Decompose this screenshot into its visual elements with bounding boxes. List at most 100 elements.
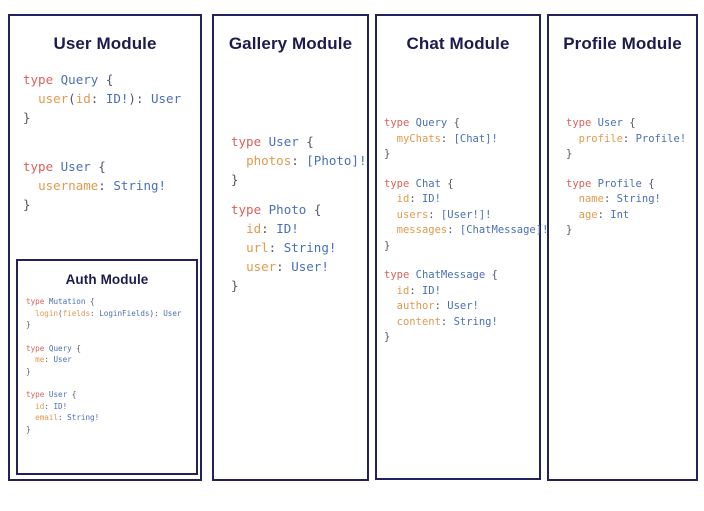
token-type-name: Chat	[415, 177, 441, 190]
token-keyword: type	[26, 297, 45, 306]
token-arg-type: ID!	[105, 91, 129, 106]
code-block-profile-user-type: type User { profile: Profile! }	[566, 116, 696, 163]
token-field-name: user	[246, 259, 277, 274]
panel-auth-module[interactable]: Auth Module type Mutation { login(fields…	[16, 259, 198, 475]
token-colon: :	[597, 208, 604, 221]
token-field-type: User!	[291, 259, 329, 274]
token-keyword: type	[23, 159, 54, 174]
panel-title-user-module: User Module	[53, 34, 157, 53]
token-keyword: type	[231, 202, 262, 217]
token-keyword: type	[566, 177, 592, 190]
token-type-name: Query	[48, 343, 72, 353]
token-keyword: type	[26, 390, 45, 399]
token-type-name: User	[48, 390, 68, 399]
panel-user-module[interactable]: User Module type Query { user(id: ID!): …	[8, 14, 202, 481]
code-block-profile-type: type Profile { name: String! age: Int }	[566, 177, 696, 239]
token-colon: :	[447, 224, 454, 236]
token-colon: :	[90, 91, 99, 106]
panel-chat-module[interactable]: Chat Module type Query { myChats: [Chat]…	[375, 14, 548, 480]
token-brace: }	[231, 278, 239, 293]
panel-title-gallery-module: Gallery Module	[228, 34, 353, 53]
token-type-name: User	[268, 134, 299, 149]
token-colon: :	[90, 308, 95, 318]
panel-gallery-module[interactable]: Gallery Module type User { photos: [Phot…	[212, 14, 369, 481]
token-brace: }	[26, 366, 31, 376]
code-block-chat-type: type Chat { id: ID! users: [User!]! mess…	[384, 177, 548, 255]
token-colon: :	[58, 413, 63, 422]
code-block-auth-user-type: type User { id: ID! email: String! }	[26, 389, 196, 435]
token-field-type: String!	[283, 240, 337, 255]
token-field-name: id	[396, 193, 410, 205]
token-field-name: myChats	[396, 132, 441, 145]
token-colon: :	[440, 132, 448, 145]
token-field-name: email	[35, 413, 59, 422]
token-brace: }	[566, 148, 573, 160]
token-field-name: name	[578, 193, 604, 205]
token-paren: )	[128, 91, 136, 106]
token-brace: {	[648, 177, 655, 190]
token-colon: :	[409, 284, 416, 297]
token-type-name: Query	[60, 72, 99, 87]
token-brace: {	[306, 134, 314, 149]
token-type-name: ChatMessage	[415, 269, 486, 281]
token-paren: )	[149, 308, 155, 318]
token-brace: }	[23, 197, 31, 212]
token-keyword: type	[384, 117, 410, 129]
token-field-type: String!	[113, 178, 167, 193]
token-brace: }	[384, 239, 391, 252]
token-type-name: Mutation	[48, 297, 86, 306]
token-return-type: User	[151, 91, 182, 106]
token-paren: (	[68, 91, 76, 106]
token-field-name: id	[35, 401, 45, 411]
token-brace: }	[384, 331, 391, 343]
token-brace: }	[26, 424, 31, 434]
token-colon: :	[44, 355, 49, 364]
token-colon: :	[622, 132, 630, 145]
token-keyword: type	[26, 343, 45, 353]
token-field-type: String!	[67, 413, 100, 422]
token-colon: :	[98, 178, 106, 193]
token-colon: :	[291, 153, 299, 168]
token-brace: {	[313, 202, 322, 217]
token-colon: :	[135, 91, 144, 106]
token-field-name: photos	[246, 153, 292, 168]
token-brace: {	[90, 297, 95, 306]
token-field-type: ID!	[421, 193, 441, 205]
token-paren: (	[58, 308, 63, 318]
code-block-auth-query: type Query { me: User }	[26, 343, 196, 378]
token-type-name: User	[597, 117, 623, 129]
code-block-gallery-user-type: type User { photos: [Photo]! }	[231, 132, 367, 189]
token-keyword: type	[566, 117, 592, 129]
token-field-type: [Chat]!	[453, 132, 498, 145]
token-colon: :	[434, 300, 441, 312]
token-colon: :	[603, 193, 611, 205]
panel-profile-module[interactable]: Profile Module type User { profile: Prof…	[547, 14, 698, 481]
token-field-name: author	[396, 300, 435, 312]
token-field-type: Int	[610, 208, 630, 221]
token-field-type: User!	[447, 300, 479, 312]
token-field-type: ID!	[276, 221, 299, 236]
token-brace: }	[26, 320, 31, 329]
token-brace: {	[453, 117, 460, 129]
token-colon: :	[268, 240, 277, 255]
token-brace: {	[105, 72, 114, 87]
token-field-name: user	[38, 91, 69, 106]
token-brace: {	[629, 117, 636, 129]
token-field-name: url	[246, 240, 269, 255]
token-field-type: String!	[453, 315, 498, 328]
token-field-name: login	[35, 308, 59, 318]
token-field-name: messages	[396, 224, 448, 236]
token-field-name: me	[35, 355, 45, 364]
token-field-name: id	[246, 221, 262, 236]
panel-title-chat-module: Chat Module	[406, 34, 510, 53]
token-colon: :	[44, 401, 49, 411]
token-keyword: type	[23, 72, 54, 87]
token-keyword: type	[231, 134, 262, 149]
token-colon: :	[154, 308, 159, 318]
token-colon: :	[440, 315, 448, 328]
token-type-name: User	[60, 159, 91, 174]
token-field-type: [User!]!	[440, 208, 492, 221]
code-block-user-query: type Query { user(id: ID!): User }	[23, 70, 200, 127]
token-field-type: [ChatMessage]!	[459, 224, 549, 236]
code-block-auth-mutation: type Mutation { login(fields: LoginField…	[26, 296, 196, 331]
